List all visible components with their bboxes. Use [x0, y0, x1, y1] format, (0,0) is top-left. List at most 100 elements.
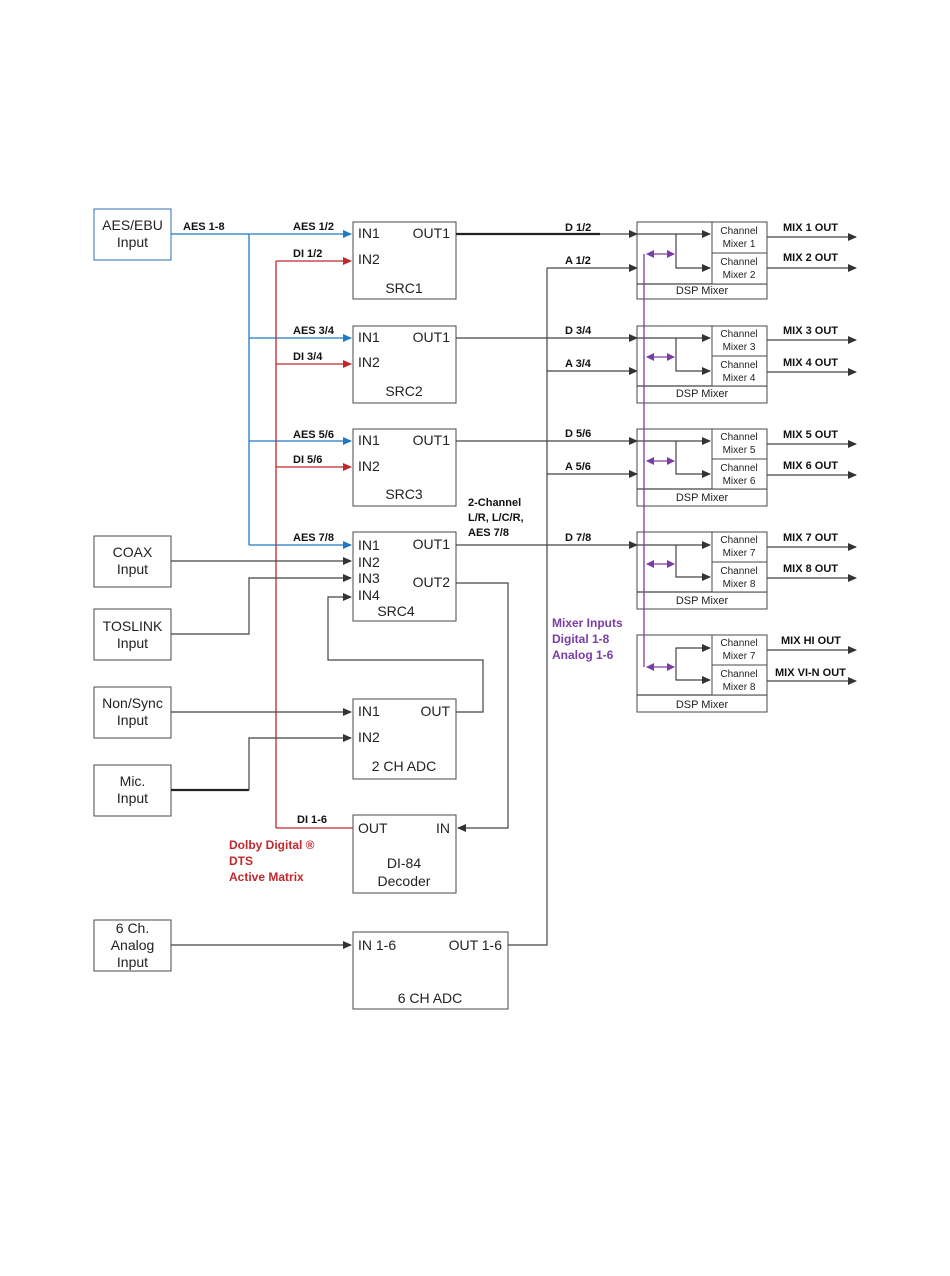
- dsp-mixer-3: Channel Mixer 5 Channel Mixer 6 DSP Mixe…: [636, 428, 857, 507]
- mixer1-label: DSP Mixer: [676, 285, 729, 297]
- mixer3-label: DSP Mixer: [676, 492, 729, 504]
- mixer3-ch2-b: Mixer 6: [723, 476, 756, 487]
- mixer2-label: DSP Mixer: [676, 388, 729, 400]
- mixer2-ch2-b: Mixer 4: [723, 373, 756, 384]
- mixer2-ch1-a: Channel: [720, 329, 757, 340]
- aes-ebu-input-label: Input: [117, 234, 148, 250]
- a-5-6-label: A 5/6: [565, 461, 591, 473]
- mix4-out-label: MIX 4 OUT: [783, 357, 838, 369]
- src4-in1-label: IN1: [358, 537, 380, 553]
- aes-1-8-label: AES 1-8: [183, 221, 225, 233]
- src3-in2-label: IN2: [358, 458, 380, 474]
- src2-out1-label: OUT1: [413, 329, 451, 345]
- mix3-out-label: MIX 3 OUT: [783, 325, 838, 337]
- aes-ebu-input-box: AES/EBU Input: [93, 208, 172, 261]
- analog6-input-box: 6 Ch. Analog Input: [93, 919, 172, 972]
- src2-in1-label: IN1: [358, 329, 380, 345]
- di-5-6-label: DI 5/6: [293, 454, 322, 466]
- analog6-label-1: 6 Ch.: [116, 920, 149, 936]
- adc2-out-label: OUT: [420, 703, 450, 719]
- src2-in2-label: IN2: [358, 354, 380, 370]
- analog6-label-3: Input: [117, 954, 148, 970]
- adc6-name: 6 CH ADC: [398, 990, 463, 1006]
- src4-out2-label: OUT2: [413, 574, 451, 590]
- aes-ebu-label: AES/EBU: [102, 217, 163, 233]
- src4-name: SRC4: [377, 603, 415, 619]
- aes-1-2-label: AES 1/2: [293, 221, 334, 233]
- d-5-6-label: D 5/6: [565, 428, 591, 440]
- note-dolby-1: Dolby Digital ®: [229, 838, 315, 852]
- mixer5-label: DSP Mixer: [676, 699, 729, 711]
- adc2-in1-label: IN1: [358, 703, 380, 719]
- mixer5-ch1-b: Mixer 7: [723, 651, 756, 662]
- note-2ch-2: L/R, L/C/R,: [468, 512, 524, 524]
- src4-out1-label: OUT1: [413, 536, 451, 552]
- src4-in4-label: IN4: [358, 587, 380, 603]
- note-mixer-3: Analog 1-6: [552, 648, 614, 662]
- src2-name: SRC2: [385, 383, 423, 399]
- src4-block: IN1 IN2 IN3 IN4 OUT1 OUT2 SRC4: [352, 531, 457, 622]
- coax-label: COAX: [113, 544, 153, 560]
- coax-input-label: Input: [117, 561, 148, 577]
- src3-block: IN1 IN2 OUT1 SRC3: [352, 428, 457, 507]
- dolby-note: Dolby Digital ® DTS Active Matrix: [229, 838, 315, 884]
- dsp-mixer-4: Channel Mixer 7 Channel Mixer 8 DSP Mixe…: [636, 531, 857, 610]
- mix-vin-out-label: MIX VI-N OUT: [775, 667, 846, 679]
- src1-out1-label: OUT1: [413, 225, 451, 241]
- mixer4-ch2-b: Mixer 8: [723, 579, 756, 590]
- src3-name: SRC3: [385, 486, 423, 502]
- mixer1-ch1-a: Channel: [720, 226, 757, 237]
- src4-in3-label: IN3: [358, 570, 380, 586]
- adc6-out-label: OUT 1-6: [449, 937, 503, 953]
- aes-bus: AES 1-8 AES 1/2 AES 3/4 AES 5/6 AES 7/8: [171, 221, 352, 549]
- two-channel-note: 2-Channel L/R, L/C/R, AES 7/8: [468, 497, 524, 539]
- mixer5-ch2-b: Mixer 8: [723, 682, 756, 693]
- mixer3-ch1-a: Channel: [720, 432, 757, 443]
- toslink-label: TOSLINK: [103, 618, 163, 634]
- mix6-out-label: MIX 6 OUT: [783, 460, 838, 472]
- toslink-input-label: Input: [117, 635, 148, 651]
- decoder-out-label: OUT: [358, 820, 388, 836]
- aes-3-4-label: AES 3/4: [293, 325, 335, 337]
- mixer4-ch1-b: Mixer 7: [723, 548, 756, 559]
- adc6-in-label: IN 1-6: [358, 937, 396, 953]
- mic-input-box: Mic. Input: [93, 764, 172, 817]
- mixer-inputs-note: Mixer Inputs Digital 1-8 Analog 1-6: [552, 616, 623, 662]
- dsp-mixer-1: Channel Mixer 1 Channel Mixer 2 DSP Mixe…: [636, 221, 857, 300]
- decoder-name-2: Decoder: [378, 873, 431, 889]
- decoder-in-label: IN: [436, 820, 450, 836]
- src3-in1-label: IN1: [358, 432, 380, 448]
- src3-out1-label: OUT1: [413, 432, 451, 448]
- src1-in1-label: IN1: [358, 225, 380, 241]
- mix8-out-label: MIX 8 OUT: [783, 563, 838, 575]
- decoder-block: OUT IN DI-84 Decoder: [352, 814, 457, 894]
- src4-in2-label: IN2: [358, 554, 380, 570]
- dsp-mixer-5: Channel Mixer 7 Channel Mixer 8 DSP Mixe…: [636, 634, 857, 713]
- analog6-label-2: Analog: [111, 937, 155, 953]
- mixer2-ch1-b: Mixer 3: [723, 342, 756, 353]
- adc2-in2-label: IN2: [358, 729, 380, 745]
- note-2ch-3: AES 7/8: [468, 527, 509, 539]
- mixer3-ch2-a: Channel: [720, 463, 757, 474]
- mixer4-label: DSP Mixer: [676, 595, 729, 607]
- mix2-out-label: MIX 2 OUT: [783, 252, 838, 264]
- adc6-block: IN 1-6 OUT 1-6 6 CH ADC: [352, 931, 509, 1010]
- note-mixer-2: Digital 1-8: [552, 632, 610, 646]
- src1-in2-label: IN2: [358, 251, 380, 267]
- mixer4-ch1-a: Channel: [720, 535, 757, 546]
- di-1-6-label: DI 1-6: [297, 814, 327, 826]
- mixer3-ch1-b: Mixer 5: [723, 445, 756, 456]
- coax-input-box: COAX Input: [93, 535, 172, 588]
- nonsync-input-label: Input: [117, 712, 148, 728]
- di-3-4-label: DI 3/4: [293, 351, 323, 363]
- src2-block: IN1 IN2 OUT1 SRC2: [352, 325, 457, 404]
- src1-block: IN1 IN2 OUT1 SRC1: [352, 221, 457, 300]
- adc2-name: 2 CH ADC: [372, 758, 437, 774]
- a-3-4-label: A 3/4: [565, 358, 592, 370]
- mixer1-ch2-a: Channel: [720, 257, 757, 268]
- decoder-name-1: DI-84: [387, 855, 421, 871]
- mixer5-ch1-a: Channel: [720, 638, 757, 649]
- aes-7-8-label: AES 7/8: [293, 532, 334, 544]
- nonsync-label: Non/Sync: [102, 695, 163, 711]
